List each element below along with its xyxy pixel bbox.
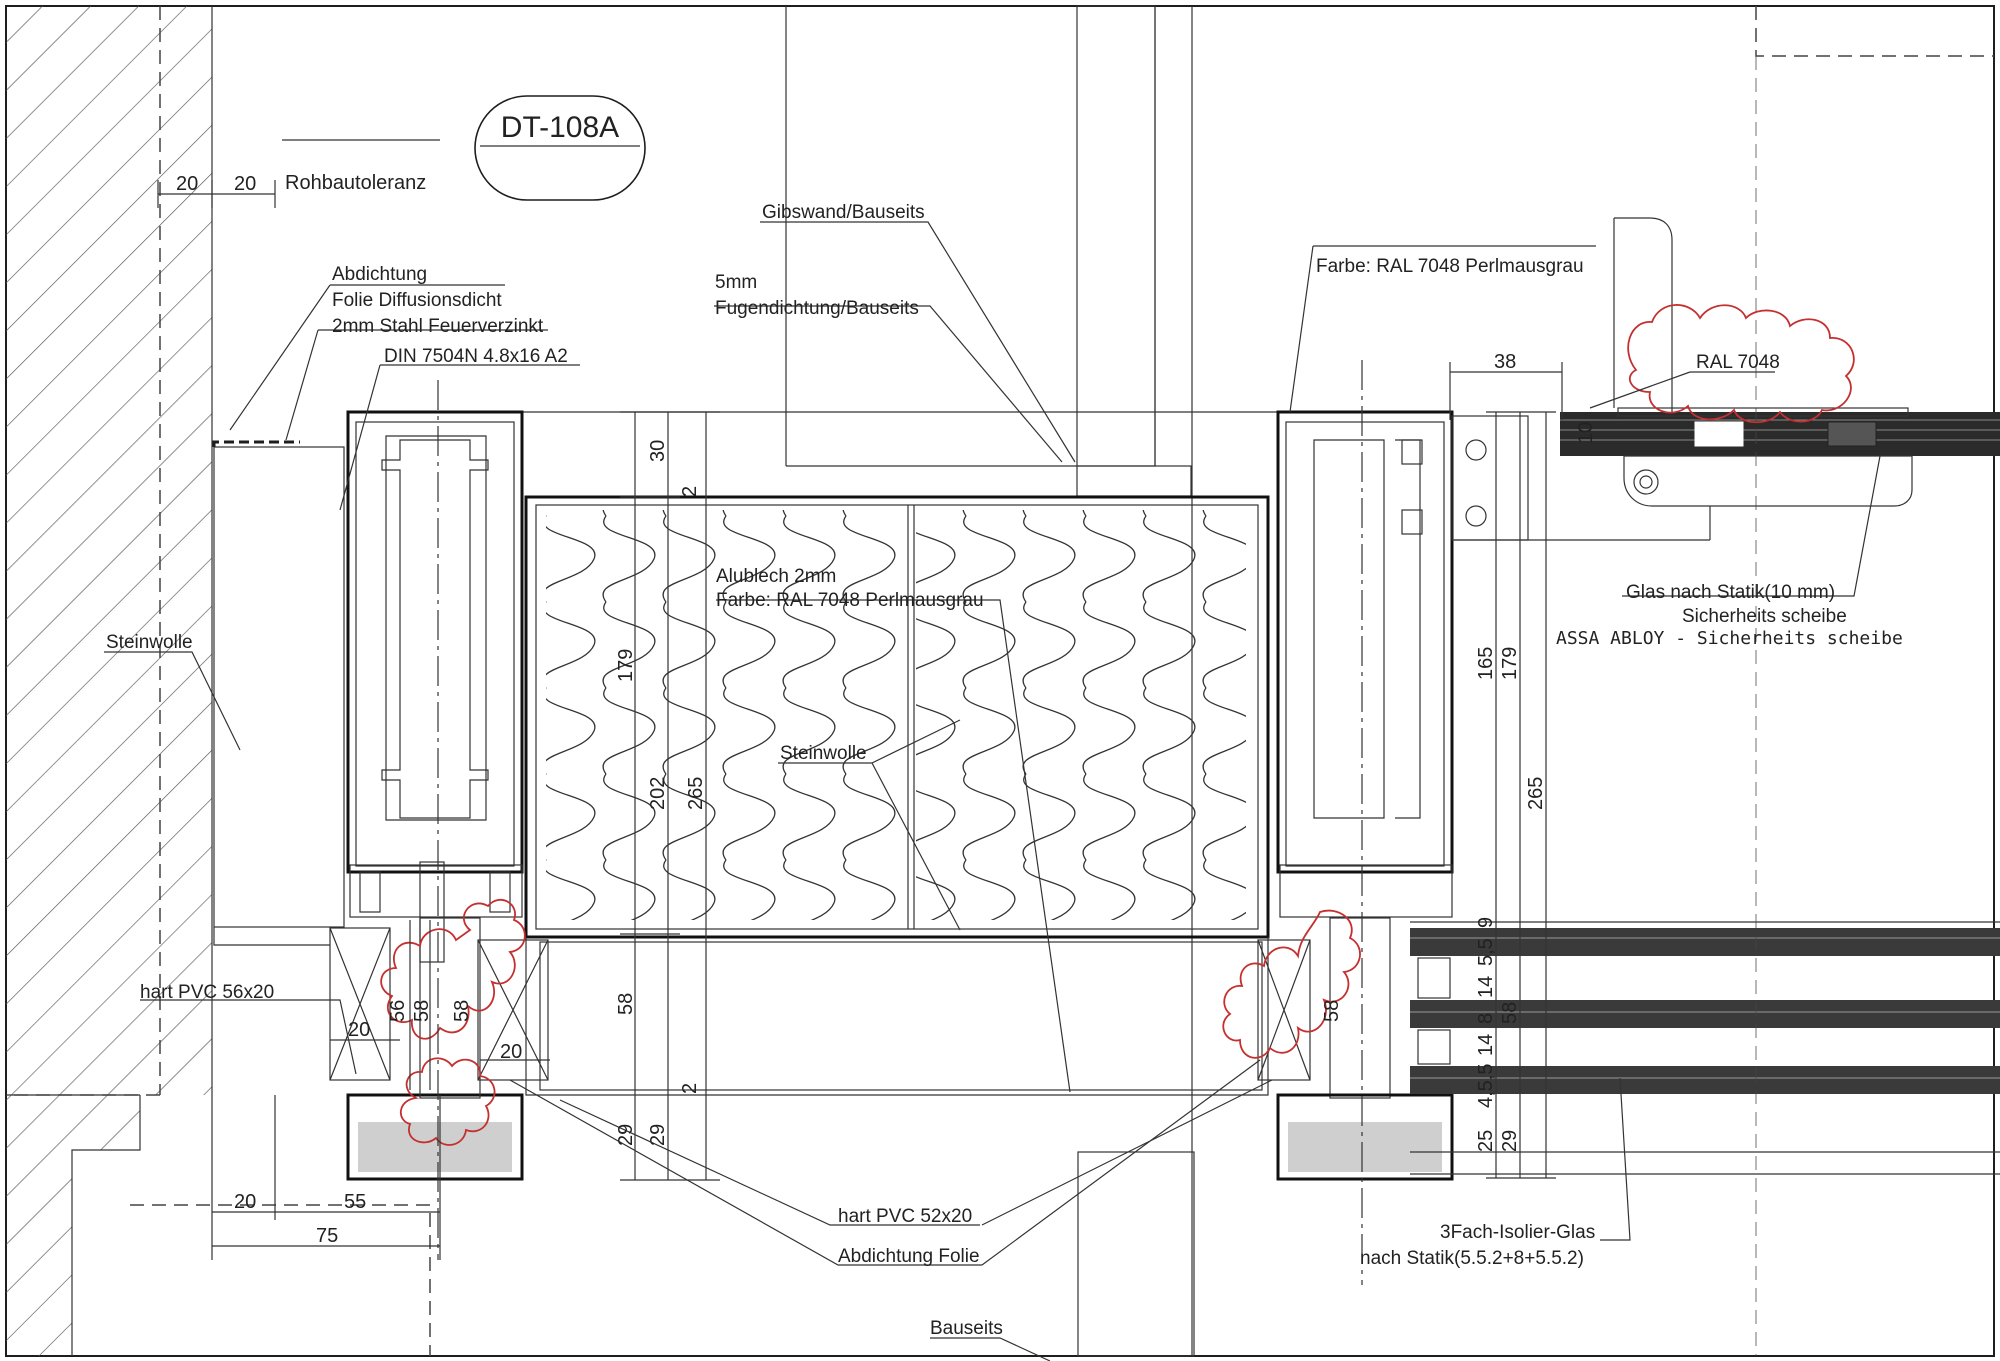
label-rohbautoleranz: Rohbautoleranz (285, 172, 426, 194)
concrete-column-bottom (1077, 1151, 1195, 1357)
label-hart-pvc-56: hart PVC 56x20 (140, 982, 274, 1003)
label-hart-pvc-52: hart PVC 52x20 (838, 1206, 972, 1227)
label-folie: Folie Diffusionsdicht (332, 290, 502, 311)
insulation-left (212, 440, 345, 946)
annotation-labels: Rohbautoleranz Abdichtung Folie Diffusio… (106, 172, 1903, 1339)
label-sicherheit: Sicherheits scheibe (1682, 606, 1847, 627)
dim-58-c: 58 (451, 1000, 473, 1022)
label-isolierglas-2: nach Statik(5.5.2+8+5.5.2) (1360, 1248, 1584, 1269)
dim-165: 165 (1475, 647, 1497, 680)
label-din: DIN 7504N 4.8x16 A2 (384, 346, 568, 367)
dim-179-b: 179 (1499, 647, 1521, 680)
dim-2-b: 2 (679, 1083, 701, 1094)
dim-5-5: 5,5 (1475, 938, 1497, 966)
label-ral: RAL 7048 (1696, 352, 1780, 373)
detail-id-label: DT-108A (501, 111, 619, 144)
label-abdichtung: Abdichtung (332, 264, 427, 285)
dim-29-a: 29 (615, 1124, 637, 1146)
leader-lines (104, 139, 1881, 1361)
dim-179-a: 179 (615, 649, 637, 682)
dim-9: 9 (1475, 917, 1497, 928)
dim-10: 10 (1575, 422, 1597, 444)
frame-profile-right (1257, 410, 1454, 1181)
dimension-labels: 20 20 20 55 75 20 20 38 10 30 2 2 179 20… (176, 173, 1597, 1247)
label-bauseits: Bauseits (930, 1318, 1003, 1339)
dim-265-b: 265 (1525, 777, 1547, 810)
dim-58-a: 58 (615, 993, 637, 1015)
dim-4-5-5: 4,5,5 (1475, 1064, 1497, 1108)
dim-8: 8 (1475, 1013, 1497, 1024)
label-fuge-1: 5mm (715, 272, 757, 293)
dim-20-d: 20 (348, 1019, 370, 1041)
label-abdichtung-folie: Abdichtung Folie (838, 1246, 980, 1267)
dim-55: 55 (344, 1191, 366, 1213)
dim-58-b: 58 (411, 1000, 433, 1022)
label-farbe-top: Farbe: RAL 7048 Perlmausgrau (1316, 256, 1584, 277)
dim-202: 202 (647, 777, 669, 810)
label-steinwolle-left: Steinwolle (106, 632, 193, 653)
dim-38: 38 (1494, 351, 1516, 373)
label-assa: ASSA ABLOY - Sicherheits scheibe (1556, 628, 1903, 649)
dim-14-a: 14 (1475, 976, 1497, 998)
dim-14-b: 14 (1475, 1034, 1497, 1056)
dim-58-d: 58 (1321, 1000, 1343, 1022)
dim-20-e: 20 (500, 1041, 522, 1063)
label-alublech-2: Farbe: RAL 7048 Perlmausgrau (716, 590, 984, 611)
glass-clamp-bracket (1451, 217, 2000, 541)
dim-56: 56 (387, 1000, 409, 1022)
detail-id-bubble: DT-108A (474, 95, 646, 201)
dimension-lines (157, 180, 1563, 1285)
dim-2-a: 2 (679, 486, 701, 497)
dim-75: 75 (316, 1225, 338, 1247)
revision-clouds (380, 304, 1855, 1146)
dim-29-b: 29 (647, 1124, 669, 1146)
dim-29-c: 29 (1499, 1130, 1521, 1152)
dim-30: 30 (647, 440, 669, 462)
dim-25: 25 (1475, 1130, 1497, 1152)
label-stahl: 2mm Stahl Feuerverzinkt (332, 316, 544, 337)
label-glas: Glas nach Statik(10 mm) (1626, 582, 1835, 603)
dim-20-b: 20 (234, 173, 256, 195)
insulation-box-center (524, 495, 1270, 1096)
label-isolierglas-1: 3Fach-Isolier-Glas (1440, 1222, 1595, 1243)
label-fuge-2: Fugendichtung/Bauseits (715, 298, 919, 319)
dim-20-c: 20 (234, 1191, 256, 1213)
frame-profile-left (329, 410, 549, 1181)
dim-58-e: 58 (1499, 1002, 1521, 1024)
label-gibswand: Gibswand/Bauseits (762, 202, 925, 223)
dim-20-a: 20 (176, 173, 198, 195)
triple-glazing (1410, 921, 2000, 1175)
label-steinwolle-center: Steinwolle (780, 743, 867, 764)
label-alublech-1: Alublech 2mm (716, 566, 836, 587)
dim-265-a: 265 (685, 777, 707, 810)
